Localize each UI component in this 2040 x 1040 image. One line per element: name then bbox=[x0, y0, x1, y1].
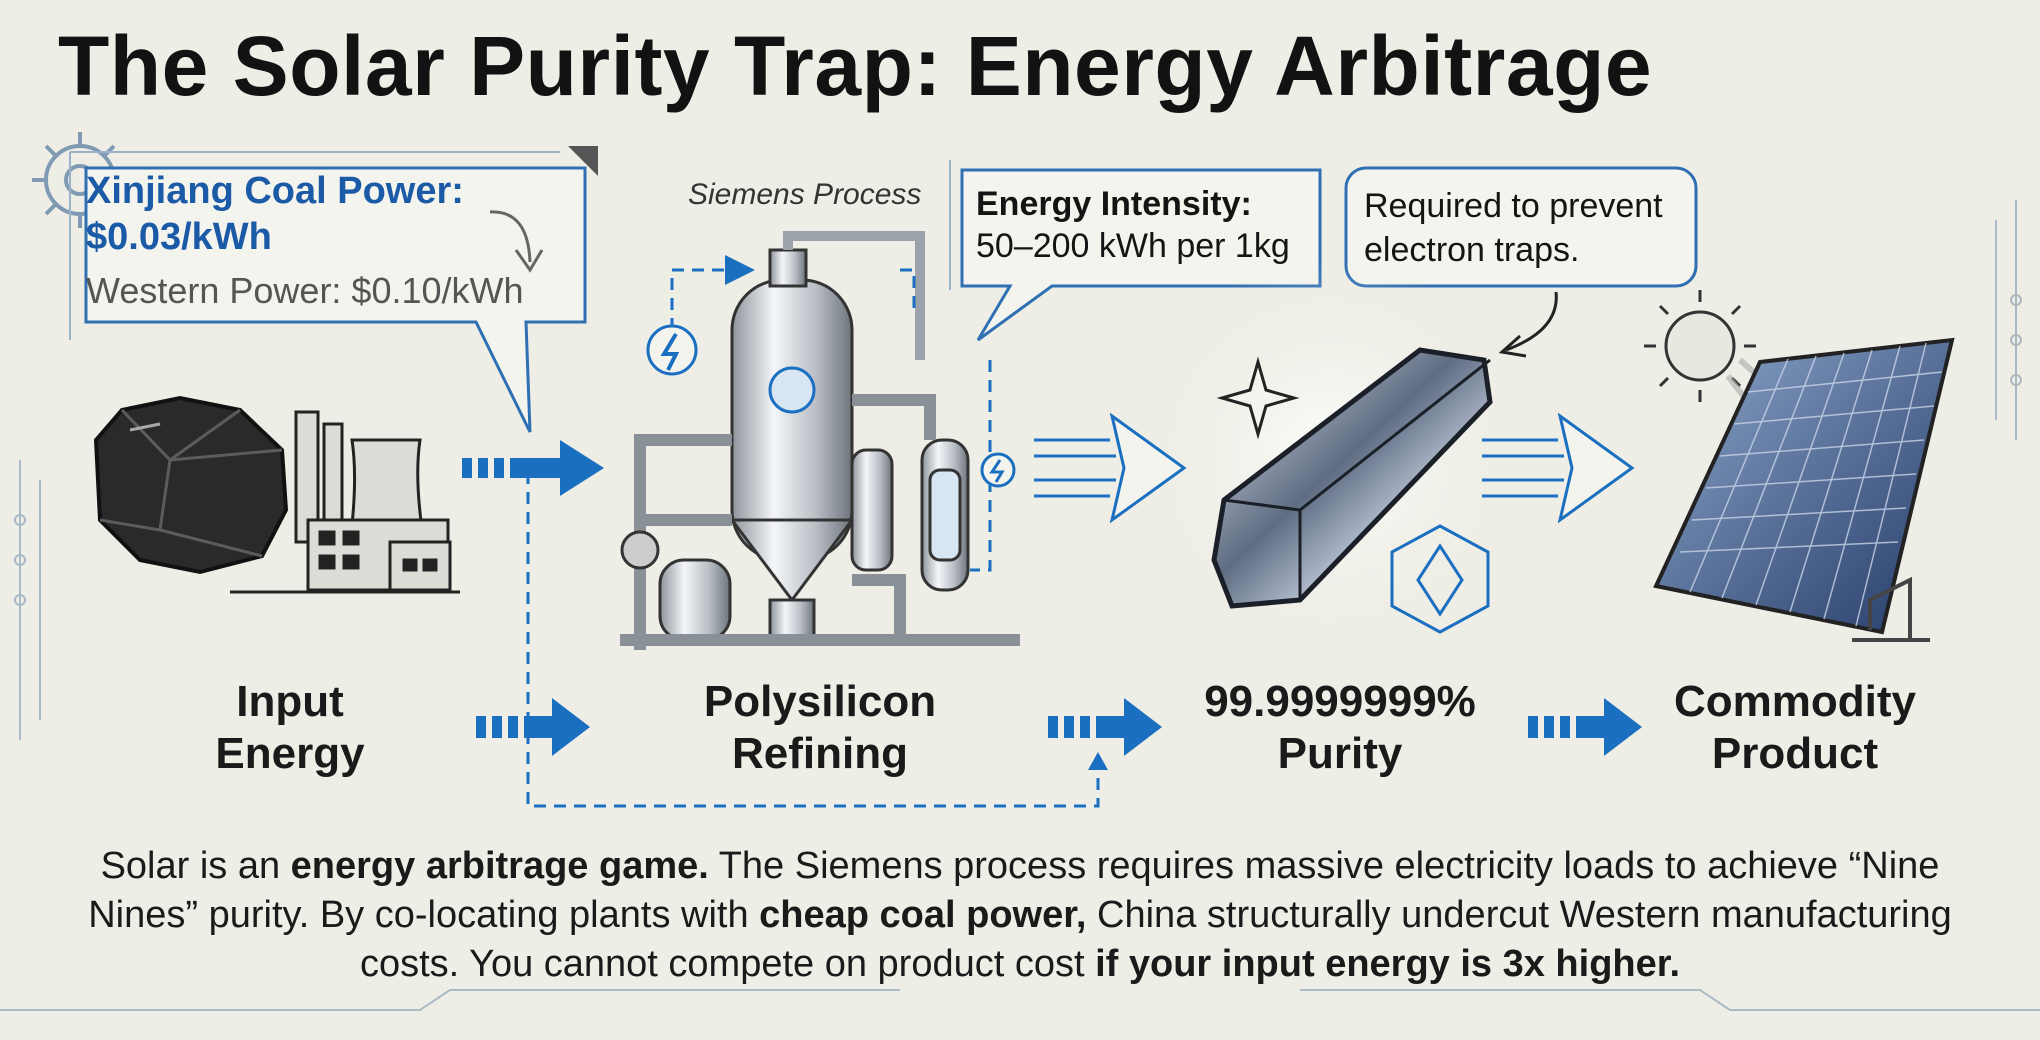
lightning-icon bbox=[646, 324, 1016, 488]
coal-callout: Xinjiang Coal Power: $0.03/kWh Western P… bbox=[86, 168, 586, 312]
refinery-icon bbox=[620, 231, 1020, 650]
flow-arrow bbox=[462, 440, 604, 496]
energy-intensity-title: Energy Intensity: bbox=[976, 185, 1252, 223]
electron-traps-callout: Required to prevent electron traps. bbox=[1364, 184, 1694, 272]
stage-commodity-product: Commodity Product bbox=[1650, 676, 1940, 780]
summary-emphasis: energy arbitrage game. bbox=[290, 845, 709, 887]
crystal-lattice-icon bbox=[1390, 524, 1490, 634]
summary-text: Solar is an bbox=[100, 845, 291, 887]
energy-intensity-callout: Energy Intensity: 50–200 kWh per 1kg bbox=[976, 184, 1316, 268]
energy-callout-box bbox=[960, 168, 1322, 342]
traps-line1: Required to prevent bbox=[1364, 187, 1663, 225]
summary-text: The Siemens process requires massive ele… bbox=[88, 845, 1940, 936]
stage-line1: Input bbox=[236, 677, 344, 726]
page-title: The Solar Purity Trap: Energy Arbitrage bbox=[58, 19, 1653, 113]
summary-emphasis: cheap coal power, bbox=[759, 894, 1087, 936]
solar-panel-icon bbox=[1653, 337, 1955, 642]
stage-line1: Commodity bbox=[1674, 677, 1916, 726]
summary-emphasis: if your input energy is 3x higher. bbox=[1095, 943, 1681, 985]
stage-line2: Refining bbox=[732, 729, 908, 778]
siemens-process-label: Siemens Process bbox=[688, 178, 922, 211]
coal-price-title: Xinjiang Coal Power: $0.03/kWh bbox=[86, 168, 586, 260]
silicon-crystal-icon bbox=[1211, 347, 1493, 609]
stage-line1: Polysilicon bbox=[703, 677, 937, 726]
traps-callout-box bbox=[1344, 166, 1698, 288]
traps-line2: electron traps. bbox=[1364, 231, 1580, 269]
coal-callout-box bbox=[84, 166, 587, 433]
summary-paragraph: Solar is an energy arbitrage game. The S… bbox=[70, 842, 1970, 989]
dashed-bypass-line bbox=[526, 472, 1100, 808]
coal-title-line1: Xinjiang Coal Power: bbox=[86, 170, 464, 212]
coal-title-line2: $0.03/kWh bbox=[86, 216, 272, 258]
curved-arrow-icon bbox=[489, 210, 532, 263]
circuit-arrow bbox=[1034, 412, 1635, 524]
stage-input-energy: Input Energy bbox=[170, 676, 410, 780]
stage-line2: Purity bbox=[1277, 729, 1403, 778]
western-power-price: Western Power: $0.10/kWh bbox=[86, 270, 524, 311]
energy-intensity-value: 50–200 kWh per 1kg bbox=[976, 227, 1290, 265]
stage-line1: 99.9999999% bbox=[1204, 677, 1476, 726]
stage-line2: Energy bbox=[215, 729, 365, 778]
stage-purity: 99.9999999% Purity bbox=[1160, 676, 1520, 780]
stage-line2: Product bbox=[1711, 729, 1879, 778]
coal-rock-icon bbox=[93, 395, 289, 575]
sparkle-icon bbox=[1216, 356, 1300, 440]
summary-text: China structurally undercut Western manu… bbox=[359, 894, 1952, 985]
power-plant-icon bbox=[230, 410, 460, 594]
stage-polysilicon-refining: Polysilicon Refining bbox=[650, 676, 990, 780]
circuit-decoration bbox=[0, 200, 2040, 1011]
stage-arrow bbox=[476, 698, 1642, 756]
